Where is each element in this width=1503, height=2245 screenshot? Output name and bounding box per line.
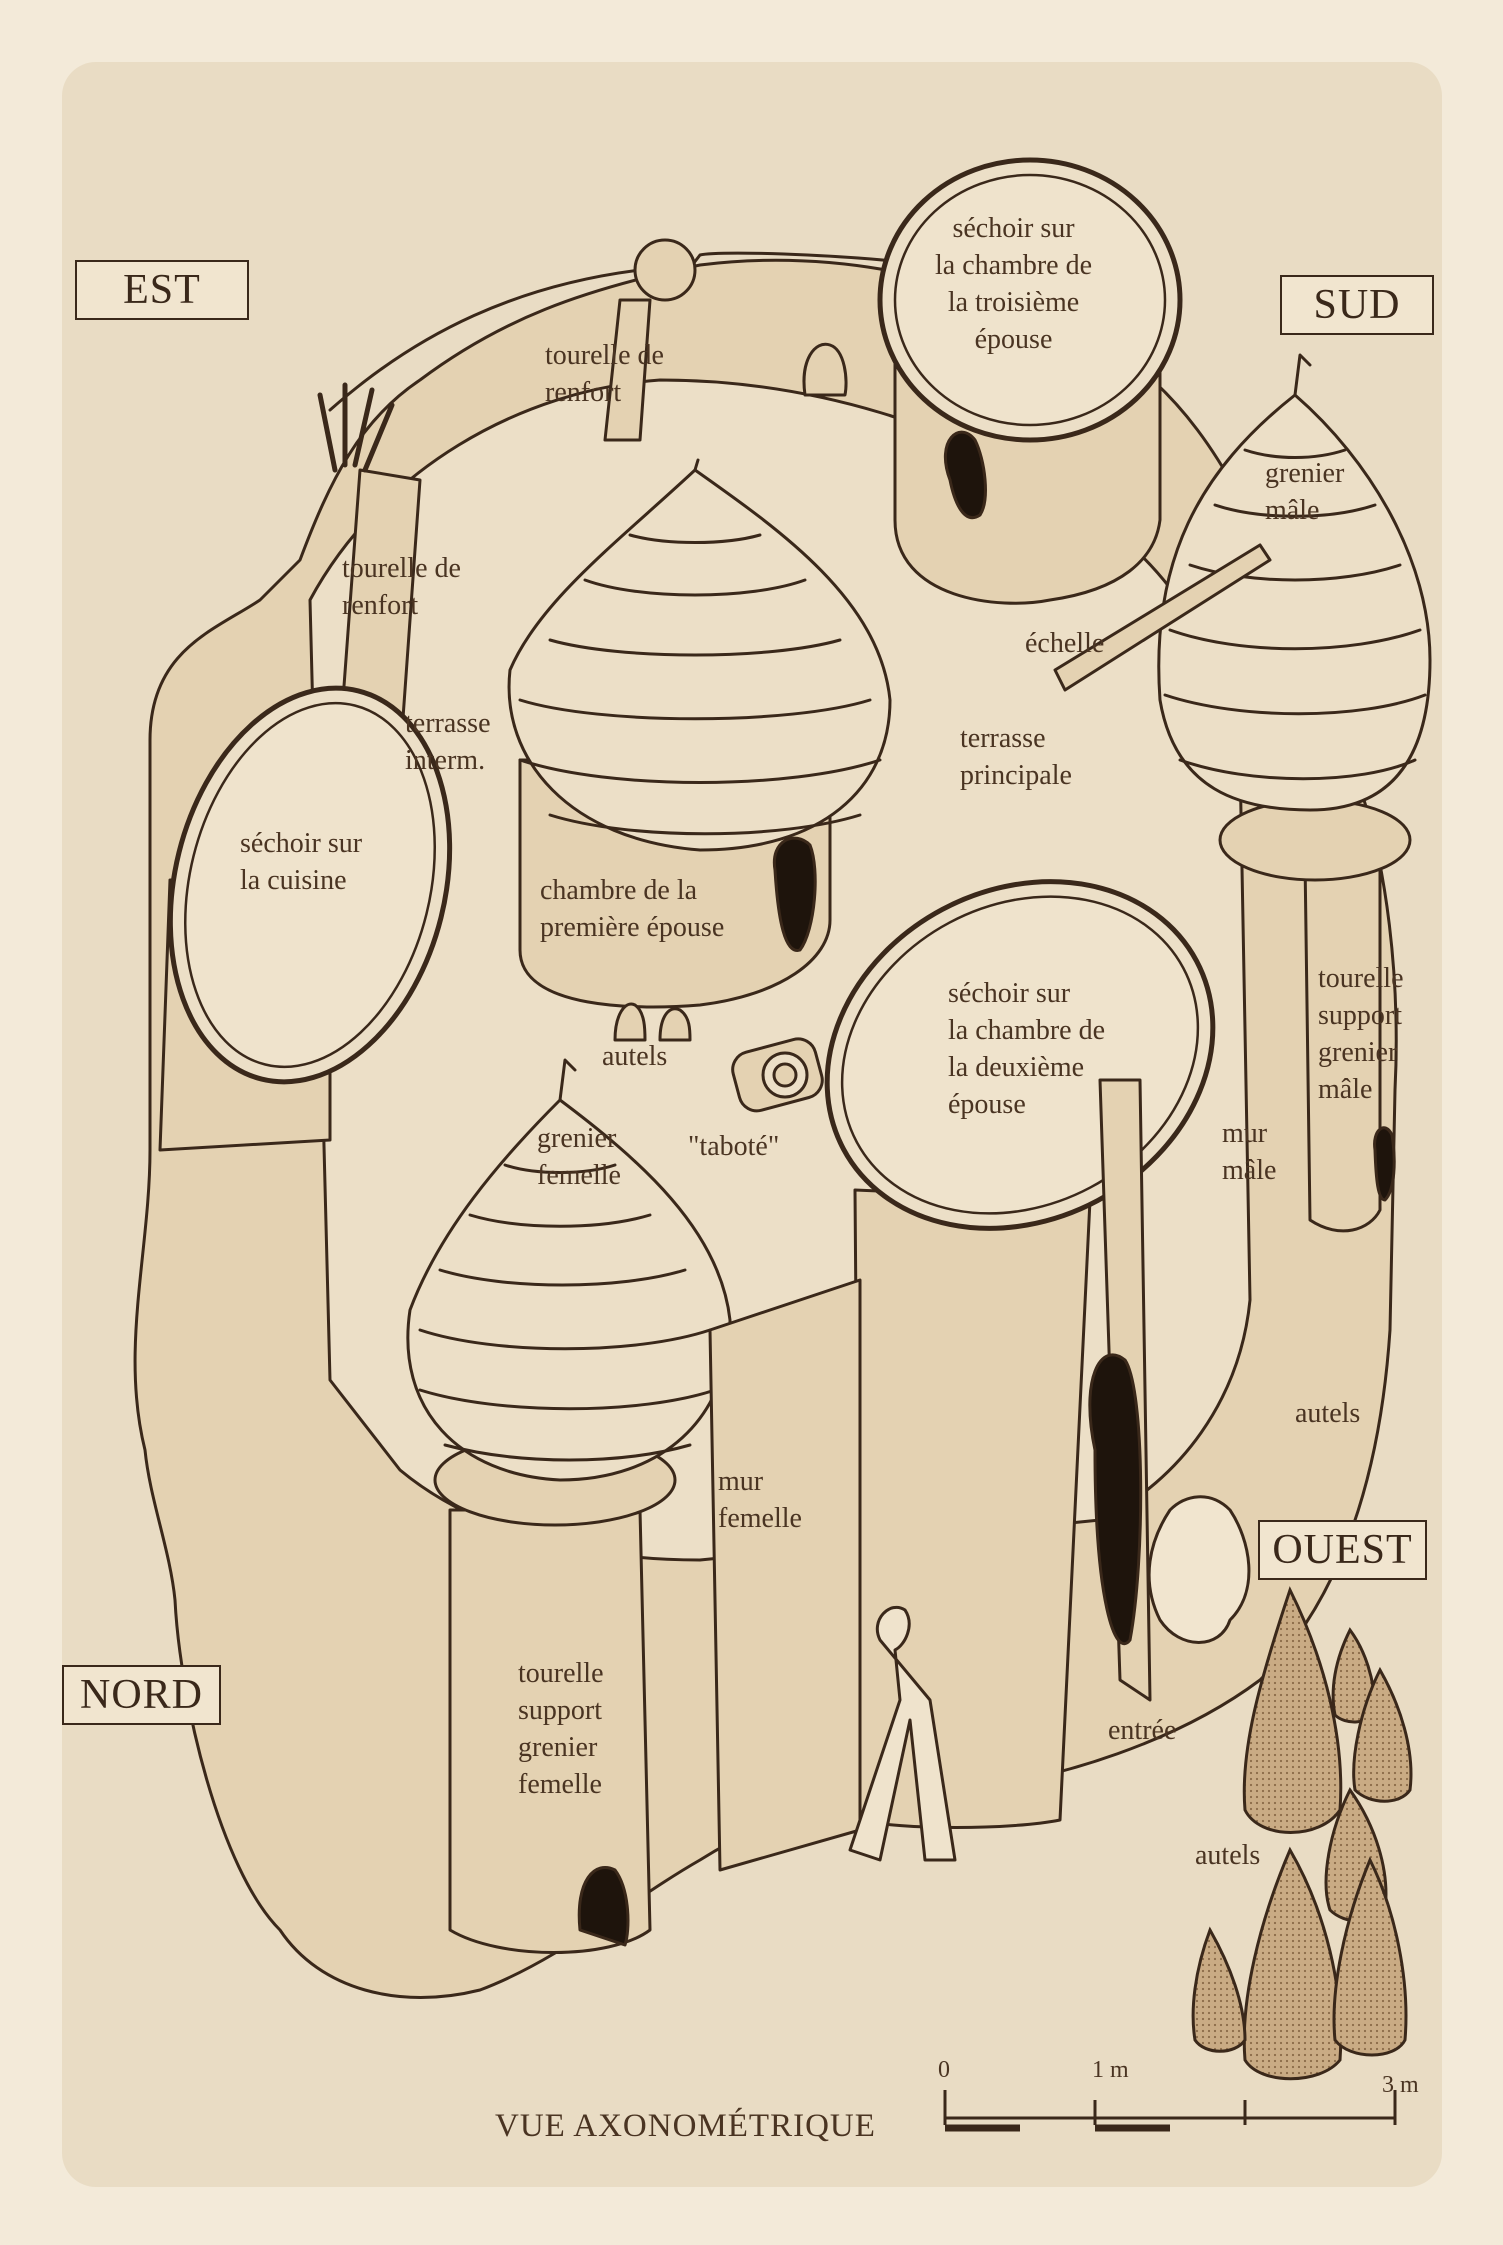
orientation-ouest: OUEST — [1258, 1520, 1427, 1580]
grenier-femelle-thatch — [418, 1163, 717, 1462]
forked-stakes — [317, 382, 395, 473]
scale-label-0: 0 — [938, 2057, 950, 2083]
label-tourelle-renfort-1: tourelle de renfort — [545, 340, 664, 408]
label-autels-2: autels — [1295, 1398, 1361, 1429]
grenier-male-support — [1303, 858, 1382, 1233]
label-echelle: échelle — [1025, 628, 1105, 659]
grenier-femelle-support — [448, 1508, 652, 1954]
grenier-femelle-finial — [558, 1058, 577, 1102]
orientation-sud: SUD — [1280, 275, 1434, 335]
label-autels-1: autels — [602, 1041, 668, 1072]
first-wife-roof — [507, 468, 892, 852]
renfort-tower — [603, 298, 652, 442]
orientation-est: EST — [75, 260, 249, 320]
label-tourelle-support-femelle: tourelle support grenier femelle — [518, 1658, 604, 1800]
label-grenier-femelle: grenier femelle — [537, 1123, 621, 1191]
mur-femelle — [708, 1278, 862, 1872]
label-mur-male: mur mâle — [1222, 1118, 1277, 1186]
first-wife-finial — [693, 458, 700, 472]
label-tabote: "taboté" — [688, 1131, 780, 1162]
label-entree: entrée — [1108, 1715, 1177, 1746]
label-terrasse-principale: terrasse principale — [960, 723, 1072, 791]
label-tourelle-renfort-2: tourelle de renfort — [342, 553, 461, 621]
grenier-male-base — [1218, 798, 1412, 882]
scale-bar — [943, 2090, 1397, 2132]
entree-door — [1088, 1353, 1143, 1646]
label-sechoir-troisieme: séchoir sur la chambre de la troisième é… — [935, 213, 1093, 355]
scale-label-1m: 1 m — [1092, 2057, 1129, 2083]
label-sechoir-deuxieme: séchoir sur la chambre de la deuxième ép… — [948, 978, 1106, 1120]
grenier-femelle-roof — [406, 1098, 732, 1482]
first-wife-door — [772, 836, 817, 952]
echelle-ladder — [1053, 543, 1272, 692]
autel-2 — [658, 1007, 692, 1042]
orientation-nord: NORD — [62, 1665, 221, 1725]
scale-label-3m: 3 m — [1382, 2072, 1419, 2098]
chamber-third-wife-door — [943, 430, 987, 519]
grenier-femelle-door — [577, 1866, 630, 1947]
autels-cones — [1191, 1586, 1413, 2081]
autel-1 — [613, 1002, 647, 1042]
figure-caption: VUE AXONOMÉTRIQUE — [495, 2108, 876, 2144]
label-terrasse-interm: terrasse interm. — [405, 708, 491, 776]
bush — [1147, 1495, 1251, 1644]
grenier-male-finial — [1293, 353, 1312, 397]
small-chimney — [802, 342, 848, 397]
first-wife-thatch — [518, 533, 882, 836]
label-sechoir-cuisine: séchoir sur la cuisine — [240, 828, 363, 896]
grenier-male-thatch — [1163, 448, 1427, 781]
label-chambre-premiere: chambre de la première épouse — [540, 875, 725, 943]
label-autels-3: autels — [1195, 1840, 1261, 1871]
label-grenier-male: grenier mâle — [1265, 458, 1345, 526]
label-tourelle-support-male: tourelle support grenier mâle — [1318, 963, 1404, 1105]
male-support-door — [1373, 1126, 1396, 1202]
grenier-male-roof — [1157, 393, 1432, 812]
renfort-dome — [633, 238, 697, 302]
label-mur-femelle: mur femelle — [718, 1466, 802, 1534]
woman-figure — [848, 1605, 957, 1862]
